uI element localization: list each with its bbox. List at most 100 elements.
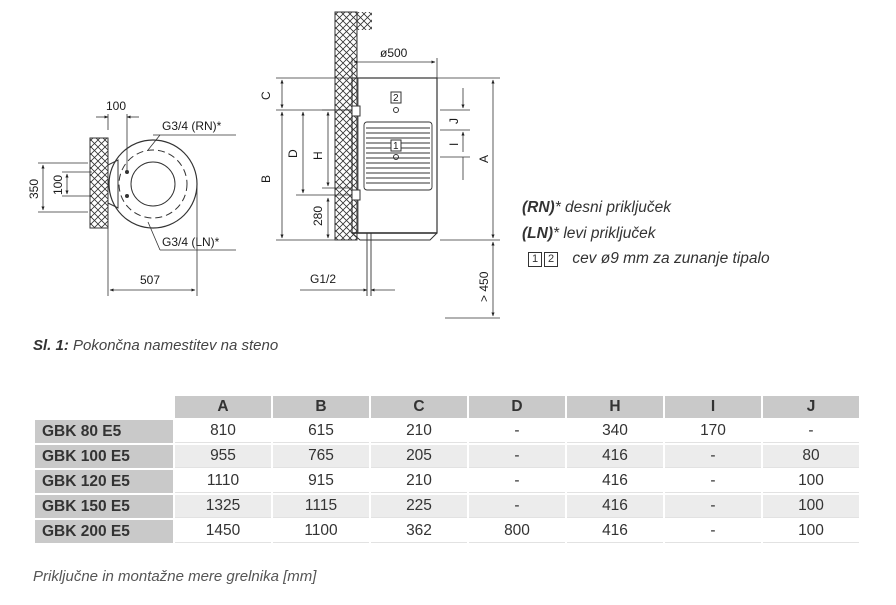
legend-ln: (LN)* levi priključek — [522, 225, 656, 243]
wall-bracket — [107, 159, 119, 209]
row-model-label: GBK 120 E5 — [35, 470, 173, 493]
table-corner-cell — [35, 396, 173, 418]
table-cell: 1110 — [175, 470, 271, 493]
column-header-d: D — [469, 396, 565, 418]
top-view: 100 G3/4 (RN)* G3/4 (LN)* 350 100 507 — [27, 99, 236, 296]
table-cell: 765 — [273, 445, 369, 468]
table-cell: 615 — [273, 420, 369, 443]
table-cell: 100 — [763, 520, 859, 543]
figure-caption-text: Pokončna namestitev na steno — [68, 337, 279, 354]
table-cell: 170 — [665, 420, 761, 443]
figure-caption: Sl. 1: Pokončna namestitev na steno — [33, 337, 278, 354]
figure-caption-label: Sl. 1: — [33, 337, 69, 354]
table-cell: - — [665, 445, 761, 468]
table-cell: - — [665, 520, 761, 543]
dim-100-side: 100 — [51, 175, 65, 195]
row-model-label: GBK 150 E5 — [35, 495, 173, 518]
table-cell: 340 — [567, 420, 663, 443]
column-header-c: C — [371, 396, 467, 418]
table-cell: 416 — [567, 520, 663, 543]
label-g12: G1/2 — [310, 272, 336, 286]
table-cell: 205 — [371, 445, 467, 468]
table-cell: 80 — [763, 445, 859, 468]
table-cell: - — [469, 470, 565, 493]
legend-rn-text: * desni priključek — [554, 199, 672, 216]
legend-box-2: 2 — [544, 252, 558, 267]
table-cell: - — [665, 495, 761, 518]
marker-1: 1 — [393, 141, 399, 152]
dim-h: H — [311, 151, 325, 160]
table-cell: 955 — [175, 445, 271, 468]
legend-box-1: 1 — [528, 252, 542, 267]
table-cell: - — [469, 445, 565, 468]
dim-d: D — [286, 149, 300, 158]
table-cell: 210 — [371, 470, 467, 493]
boiler-outer-circle — [108, 139, 198, 229]
table-caption: Priključne in montažne mere grelnika [mm… — [33, 568, 317, 585]
table-cell: 225 — [371, 495, 467, 518]
table-cell: 416 — [567, 470, 663, 493]
boiler-dashed-circle — [118, 149, 188, 219]
wall-hatch-left — [89, 137, 109, 229]
table-cell: 915 — [273, 470, 369, 493]
table-cell: 416 — [567, 495, 663, 518]
dim-100-top: 100 — [106, 99, 126, 113]
legend-rn: (RN)* desni priključek — [522, 199, 671, 217]
dim-diameter-500: ø500 — [380, 46, 408, 60]
ceiling-hatch — [357, 12, 372, 30]
dim-c: C — [259, 91, 273, 100]
row-model-label: GBK 100 E5 — [35, 445, 173, 468]
legend-ln-text: * levi priključek — [553, 225, 656, 242]
pipe-dot-bottom — [125, 194, 129, 198]
legend-ln-code: (LN) — [522, 225, 553, 242]
table-row: GBK 80 E5 810 615 210 - 340 170 - — [35, 420, 859, 443]
column-header-b: B — [273, 396, 369, 418]
table-row: GBK 100 E5 955 765 205 - 416 - 80 — [35, 445, 859, 468]
table-cell: 210 — [371, 420, 467, 443]
table-cell: 100 — [763, 470, 859, 493]
dim-350: 350 — [27, 179, 41, 199]
table-cell: 800 — [469, 520, 565, 543]
technical-drawing: 100 G3/4 (RN)* G3/4 (LN)* 350 100 507 — [27, 11, 500, 319]
table-cell: 362 — [371, 520, 467, 543]
pipe-dot-top — [125, 170, 129, 174]
dim-280: 280 — [311, 206, 325, 226]
table-row: GBK 200 E5 1450 1100 362 800 416 - 100 — [35, 520, 859, 543]
legend-rn-code: (RN) — [522, 199, 555, 216]
dim-a: A — [477, 155, 491, 163]
table-cell: 416 — [567, 445, 663, 468]
legend-pipe-text: cev ø9 mm za zunanje tipalo — [572, 250, 770, 267]
table-cell: 1450 — [175, 520, 271, 543]
table-cell: - — [469, 495, 565, 518]
wall-hatch-right — [334, 11, 358, 241]
dim-507: 507 — [140, 273, 160, 287]
table-cell: 1100 — [273, 520, 369, 543]
row-model-label: GBK 80 E5 — [35, 420, 173, 443]
dim-j: J — [447, 118, 461, 124]
boiler-inner-circle — [130, 161, 176, 207]
dim-450: > 450 — [477, 271, 491, 302]
table-header-row: A B C D H I J — [35, 396, 859, 418]
table-cell: - — [763, 420, 859, 443]
table-cell: 1325 — [175, 495, 271, 518]
table-row: GBK 120 E5 1110 915 210 - 416 - 100 — [35, 470, 859, 493]
column-header-h: H — [567, 396, 663, 418]
dim-b: B — [259, 175, 273, 183]
table-cell: 810 — [175, 420, 271, 443]
column-header-i: I — [665, 396, 761, 418]
side-view: 2 1 ø500 C B D H 280 — [259, 11, 500, 319]
dim-i: I — [447, 143, 461, 146]
table-cell: 100 — [763, 495, 859, 518]
label-g34-ln: G3/4 (LN)* — [162, 235, 220, 249]
dimensions-table: A B C D H I J GBK 80 E5 810 615 210 - 34… — [33, 394, 861, 545]
row-model-label: GBK 200 E5 — [35, 520, 173, 543]
marker-2: 2 — [393, 93, 399, 104]
table-cell: - — [469, 420, 565, 443]
column-header-a: A — [175, 396, 271, 418]
table-cell: - — [665, 470, 761, 493]
table-row: GBK 150 E5 1325 1115 225 - 416 - 100 — [35, 495, 859, 518]
label-g34-rn: G3/4 (RN)* — [162, 119, 222, 133]
column-header-j: J — [763, 396, 859, 418]
table-cell: 1115 — [273, 495, 369, 518]
